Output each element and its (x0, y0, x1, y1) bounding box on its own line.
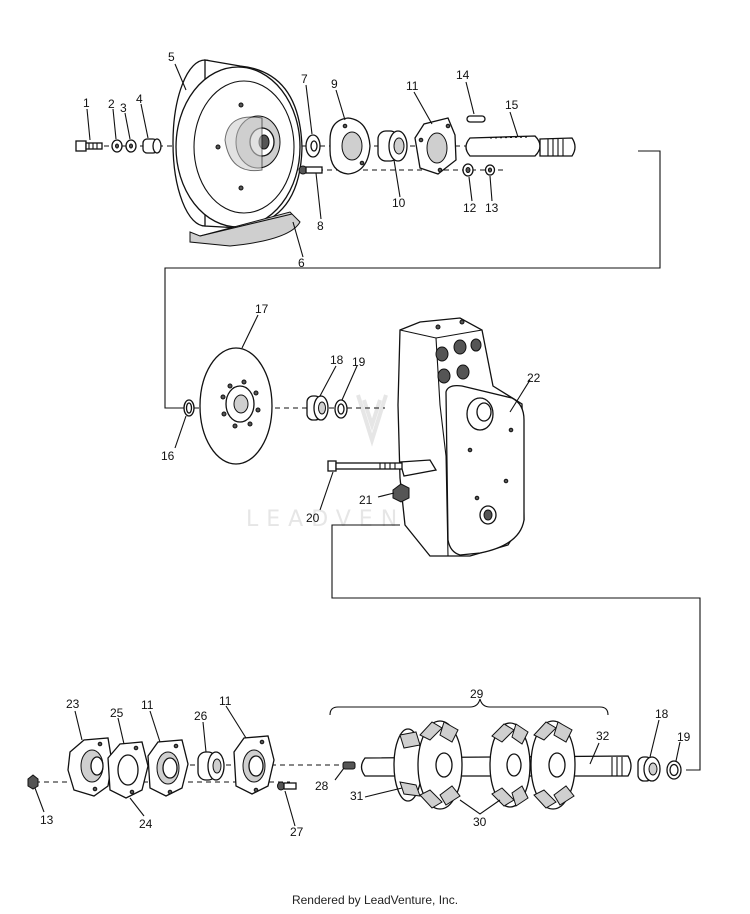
callout-27: 27 (290, 825, 304, 839)
part-washer-7 (305, 134, 321, 158)
part-pulley (172, 59, 303, 229)
callout-10: 10 (392, 196, 406, 210)
callout-11-top: 11 (406, 79, 419, 93)
part-flange-11b (147, 739, 189, 797)
watermark-logo (356, 394, 388, 447)
callout-26: 26 (194, 709, 208, 723)
part-ring-19 (334, 399, 348, 419)
connector-line-1 (164, 150, 661, 409)
part-flange-23 (67, 737, 113, 797)
part-sheave (199, 347, 273, 465)
callout-19-middle: 19 (352, 355, 366, 369)
callout-11-bottom-left: 11 (141, 698, 154, 712)
part-nut-13 (484, 164, 496, 176)
part-spacer (142, 138, 162, 154)
callout-6: 6 (298, 256, 305, 270)
callout-28: 28 (315, 779, 329, 793)
part-bolt-20 (327, 460, 403, 472)
part-nut-13b (27, 774, 39, 790)
part-bolt (75, 140, 103, 152)
callout-30: 30 (473, 815, 487, 829)
part-bearing-10 (377, 130, 408, 162)
pulley-assembly (75, 59, 576, 247)
part-gasket (107, 741, 149, 799)
callout-16: 16 (161, 449, 175, 463)
callout-1: 1 (83, 96, 90, 110)
callout-32: 32 (596, 729, 610, 743)
connector-line-2 (331, 524, 701, 771)
tine-wheel-2 (417, 720, 463, 810)
callout-29: 29 (470, 687, 484, 701)
part-nut-12 (462, 163, 474, 177)
part-flange-9 (329, 117, 371, 175)
callout-31: 31 (350, 789, 364, 803)
callout-labels: 1 2 3 4 5 6 7 8 9 10 11 12 13 14 15 16 1… (40, 50, 691, 839)
part-key-28 (342, 761, 356, 770)
callout-2: 2 (108, 97, 115, 111)
part-belt-guard (189, 211, 301, 247)
footer-credit: Rendered by LeadVenture, Inc. (291, 893, 459, 907)
callout-14: 14 (456, 68, 470, 82)
bracket-29 (329, 698, 609, 716)
callout-23: 23 (66, 697, 80, 711)
callout-21: 21 (359, 493, 373, 507)
part-ring-19b (666, 760, 682, 780)
housing-assembly (183, 317, 525, 557)
parts-diagram: LEADVENTURE (27, 50, 701, 839)
tine-set (393, 720, 576, 810)
callout-13-top: 13 (485, 201, 499, 215)
callout-8: 8 (317, 219, 324, 233)
part-key (466, 115, 486, 123)
part-bearing-26 (197, 751, 225, 781)
tine-assembly (27, 698, 682, 810)
callout-19-bottom: 19 (677, 730, 691, 744)
callout-7: 7 (301, 72, 308, 86)
tine-wheel-4 (530, 720, 576, 810)
callout-15: 15 (505, 98, 519, 112)
callout-13-bottom: 13 (40, 813, 54, 827)
part-flange-11c (233, 735, 275, 795)
callout-3: 3 (120, 101, 127, 115)
part-nut-21 (392, 483, 410, 503)
part-shaft (465, 135, 576, 157)
callout-24: 24 (139, 817, 153, 831)
callout-4: 4 (136, 92, 143, 106)
callout-11-bottom-right: 11 (219, 694, 232, 708)
callout-9: 9 (331, 77, 338, 91)
part-screw-27 (277, 781, 297, 791)
part-bearing-18b (637, 756, 661, 782)
part-flange-11 (414, 117, 457, 175)
callout-20: 20 (306, 511, 320, 525)
part-snap-ring (183, 399, 195, 417)
callout-18-bottom: 18 (655, 707, 669, 721)
part-bearing-18 (306, 395, 329, 421)
leader-lines (34, 63, 681, 827)
callout-18-middle: 18 (330, 353, 344, 367)
tine-wheel-3 (489, 722, 531, 808)
callout-25: 25 (110, 706, 124, 720)
callout-17: 17 (255, 302, 269, 316)
callout-5: 5 (168, 50, 175, 64)
callout-22: 22 (527, 371, 541, 385)
part-screw-8 (298, 165, 323, 175)
part-gear-housing (397, 317, 525, 557)
callout-12: 12 (463, 201, 477, 215)
